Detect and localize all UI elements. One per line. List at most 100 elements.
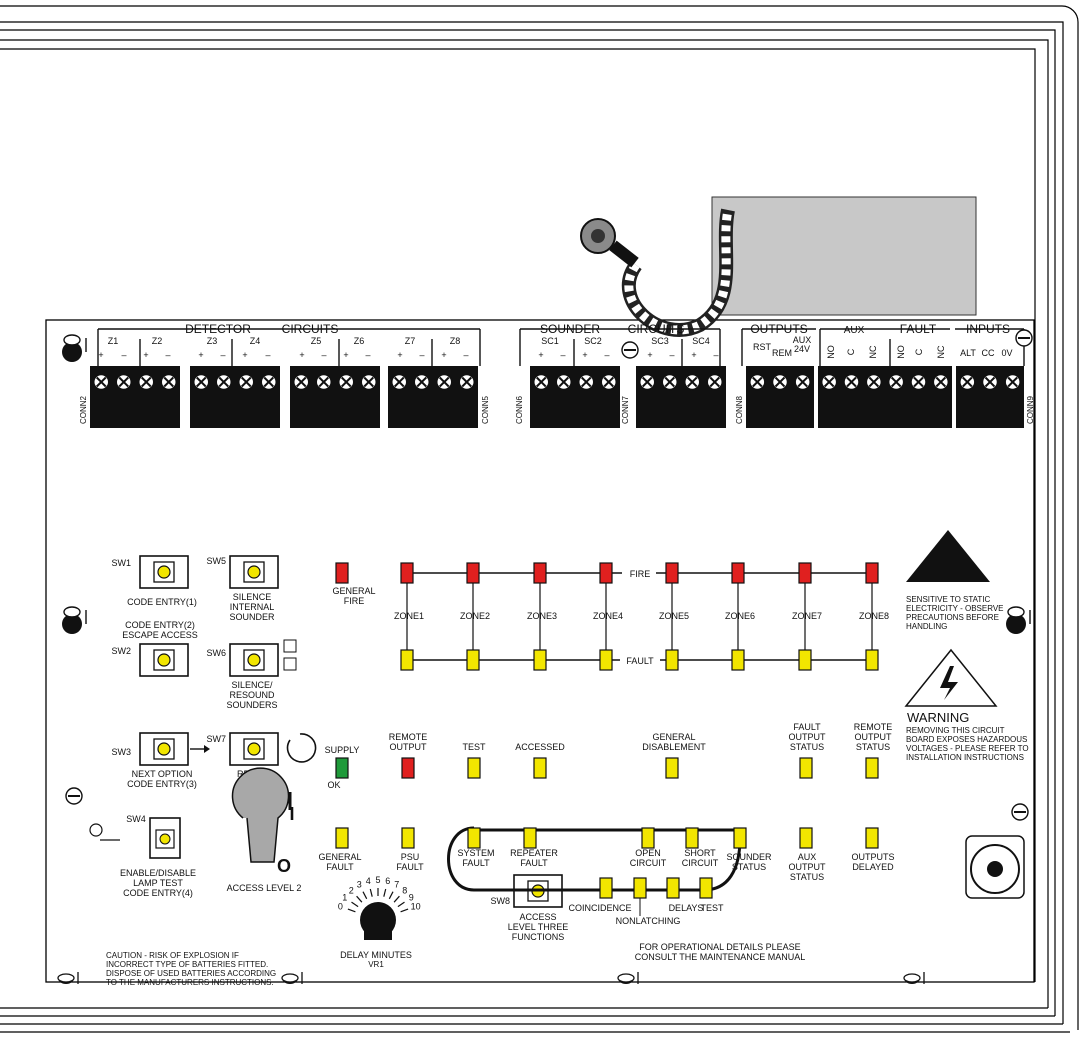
supply-led [335,757,349,779]
delay-tick-label-3: 3 [357,880,362,890]
sw4-indicator [159,833,171,845]
fault-output-status-label-line3: STATUS [790,742,824,752]
zone-8-name: ZONE8 [859,611,889,621]
delay-tick-2 [356,895,363,903]
zone-2-fault-led [466,649,480,671]
delay-tick-0 [347,908,356,913]
accessed-label: ACCESSED [515,742,565,752]
sw3-label-line1: NEXT OPTION [132,769,193,779]
mounting-post-bottom-mid-cap [617,973,635,983]
aux-fault-block-terminal-2-x2 [846,376,857,388]
general-fault-label-line1: GENERAL [318,852,361,862]
zone-2-name: ZONE2 [460,611,490,621]
psu-fault-led [401,827,415,849]
fire-bus-label: FIRE [630,569,651,579]
sounder-block-sc1-sc2-terminal-3-x2 [581,376,592,388]
zone-4-fire-led [599,562,613,584]
warning-text-line1: REMOVING THIS CIRCUIT [906,726,1005,735]
delay-tick-label-5: 5 [375,875,380,885]
aux-fault-block-terminal-4-x2 [890,376,902,388]
detector-polarity-3: + [143,350,148,360]
aux-fault-term-6: NC [936,345,946,358]
sounder-polarity-6: – [669,350,674,360]
open-circuit-label-line2: CIRCUIT [630,858,667,868]
short-circuit-label-line1: SHORT [684,848,716,858]
static-warning-icon [906,530,990,582]
detector-polarity-15: + [441,350,446,360]
zone-6-fault-led [731,649,745,671]
sounder-polarity-3: + [582,350,587,360]
sounder-polarity-4: – [604,350,609,360]
aux-fault-block [818,366,952,428]
psu-fault-label-line2: FAULT [396,862,424,872]
aux-label: AUX [844,325,865,336]
delay-tick-10 [400,908,409,913]
aux-output-status-label-line3: STATUS [790,872,824,882]
general-fire-label-line2: FIRE [344,596,365,606]
test-option-label: TEST [700,903,724,913]
aux-fault-block-terminal-1-x2 [823,376,835,388]
remote-output-led [401,757,415,779]
conn8-label: CONN8 [735,395,744,424]
sounder-polarity-2: – [560,350,565,360]
outputs-block-terminal-3-x2 [797,376,808,388]
detector-polarity-5: + [198,350,203,360]
short-circuit-label-line2: CIRCUIT [682,858,719,868]
zone-3-fire-led [533,562,547,584]
general-disablement-label-line1: GENERAL [652,732,695,742]
short-circuit-led [685,827,699,849]
sw8-label-line1: ACCESS [519,912,556,922]
sw8-id: SW8 [490,896,510,906]
manual-text-line2: CONSULT THE MAINTENANCE MANUAL [635,952,806,962]
sounder-circuit-1-label: SC1 [541,336,559,346]
sounder-mute-icon [283,639,297,653]
fault-bus-label: FAULT [626,656,654,666]
detector-block-z1-z2-terminal-4-x2 [163,376,174,388]
inputs-block-terminal-3-x2 [1007,376,1018,388]
sw5-button-button [247,565,261,579]
repeater-fault-led [523,827,537,849]
delay-tick-3 [362,891,368,900]
mounting-post-mid-left-cap [63,606,81,618]
detector-block-z5-z6-terminal-2-x2 [318,376,329,388]
sw6-label-line2: RESOUND [229,690,275,700]
detector-block-z3-z4-terminal-1-x2 [196,376,207,388]
delay-title: DELAY MINUTES [340,950,412,960]
conn9-label: CONN9 [1026,395,1035,424]
output-24v-label: 24V [794,344,810,354]
sounder-circuit-4-label: SC4 [692,336,710,346]
sw8-label-line2: LEVEL THREE [508,922,569,932]
zone-3-name: ZONE3 [527,611,557,621]
sw6-id: SW6 [206,648,226,658]
detector-block-z7-z8-terminal-1-x2 [394,376,405,388]
aux-output-status-led [799,827,813,849]
repeater-fault-label-line2: FAULT [520,858,548,868]
zone-5-name: ZONE5 [659,611,689,621]
remote-output-label-line1: REMOTE [389,732,428,742]
zone-6-label: Z6 [354,336,365,346]
aux-fault-term-4: NO [896,345,906,359]
aux-fault-term-5: C [914,348,924,355]
detector-block-z7-z8-terminal-3-x2 [439,376,450,388]
detector-label: DETECTOR [185,322,251,336]
static-warning-text-line3: PRECAUTIONS BEFORE [906,613,999,622]
sounder-block-sc3-sc4-terminal-4-x2 [709,376,720,388]
sw4-label-line1: ENABLE/DISABLE [120,868,196,878]
sw2-label-line1: CODE ENTRY(2) [125,620,195,630]
delay-tick-label-4: 4 [366,876,371,886]
sw1-button-button [157,565,171,579]
input-term-3: 0V [1001,348,1012,358]
general-fire-label-line1: GENERAL [332,586,375,596]
circuits-label: CIRCUITS [282,322,339,336]
zone-5-label: Z5 [311,336,322,346]
mounting-post-mid-left [62,614,82,634]
warning-text-line3: VOLTAGES - PLEASE REFER TO [906,744,1029,753]
mounting-post-bottom-mid-left-cap [281,973,299,983]
general-fire-led [335,562,349,584]
detector-block-z5-z6-terminal-3-x2 [341,376,352,388]
zone-3-fault-led [533,649,547,671]
outputs-delayed-label-line1: OUTPUTS [851,852,894,862]
zone-7-fire-led [798,562,812,584]
inputs-block-terminal-1-x2 [962,376,973,388]
detector-polarity-14: – [419,350,424,360]
